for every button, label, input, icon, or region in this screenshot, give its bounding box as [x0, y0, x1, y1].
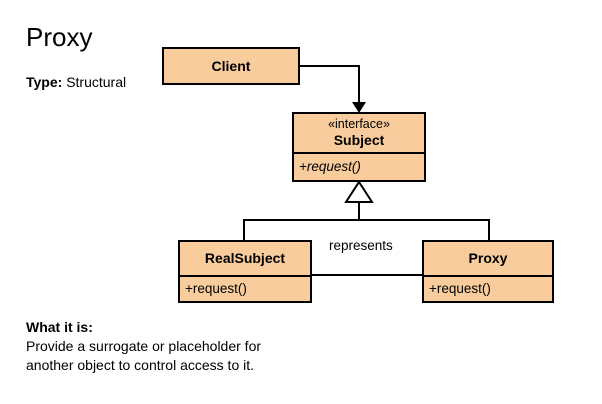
generalization-triangle: [344, 180, 374, 203]
class-member-proxy-request: +request(): [429, 281, 491, 296]
connector-generalization-fork-bar: [243, 219, 490, 221]
connector-generalization-drop-proxy: [488, 219, 490, 242]
class-header-client: Client: [164, 49, 298, 83]
class-header-realsubject: RealSubject: [180, 242, 310, 275]
class-divider-subject: [294, 152, 424, 154]
description-text: Provide a surrogate or placeholder for a…: [26, 338, 262, 373]
connector-client-subject-vertical: [358, 65, 360, 107]
class-box-client[interactable]: Client: [162, 47, 300, 85]
connector-client-subject-horizontal: [300, 65, 360, 67]
connector-proxy-realsubject-line: [312, 274, 424, 276]
page-title: Proxy: [26, 22, 93, 52]
description-heading: What it is:: [26, 319, 93, 335]
class-stereotype-subject: «interface»: [328, 117, 390, 131]
connector-generalization-drop-realsubject: [243, 219, 245, 242]
class-divider-realsubject: [180, 275, 310, 277]
pattern-type-label: Type:: [26, 74, 63, 90]
edge-label-represents: represents: [327, 238, 395, 254]
pattern-type-value: Structural: [66, 74, 127, 90]
class-box-proxy[interactable]: Proxy +request(): [422, 240, 554, 303]
class-member-realsubject-request: +request(): [185, 281, 247, 296]
class-box-realsubject[interactable]: RealSubject +request(): [178, 240, 312, 303]
connector-generalization-stem: [358, 201, 360, 221]
class-member-subject-request: +request(): [299, 159, 361, 174]
arrowhead-client-to-subject: [352, 102, 366, 113]
class-box-subject[interactable]: «interface» Subject +request(): [292, 112, 426, 182]
class-name-proxy: Proxy: [468, 250, 508, 266]
class-divider-proxy: [424, 275, 552, 277]
class-name-client: Client: [211, 57, 251, 74]
class-name-realsubject: RealSubject: [204, 250, 286, 266]
class-header-proxy: Proxy: [424, 242, 552, 275]
class-header-subject: «interface» Subject: [294, 114, 424, 152]
class-name-subject: Subject: [333, 132, 385, 148]
pattern-type-line: Type: Structural: [26, 73, 126, 91]
